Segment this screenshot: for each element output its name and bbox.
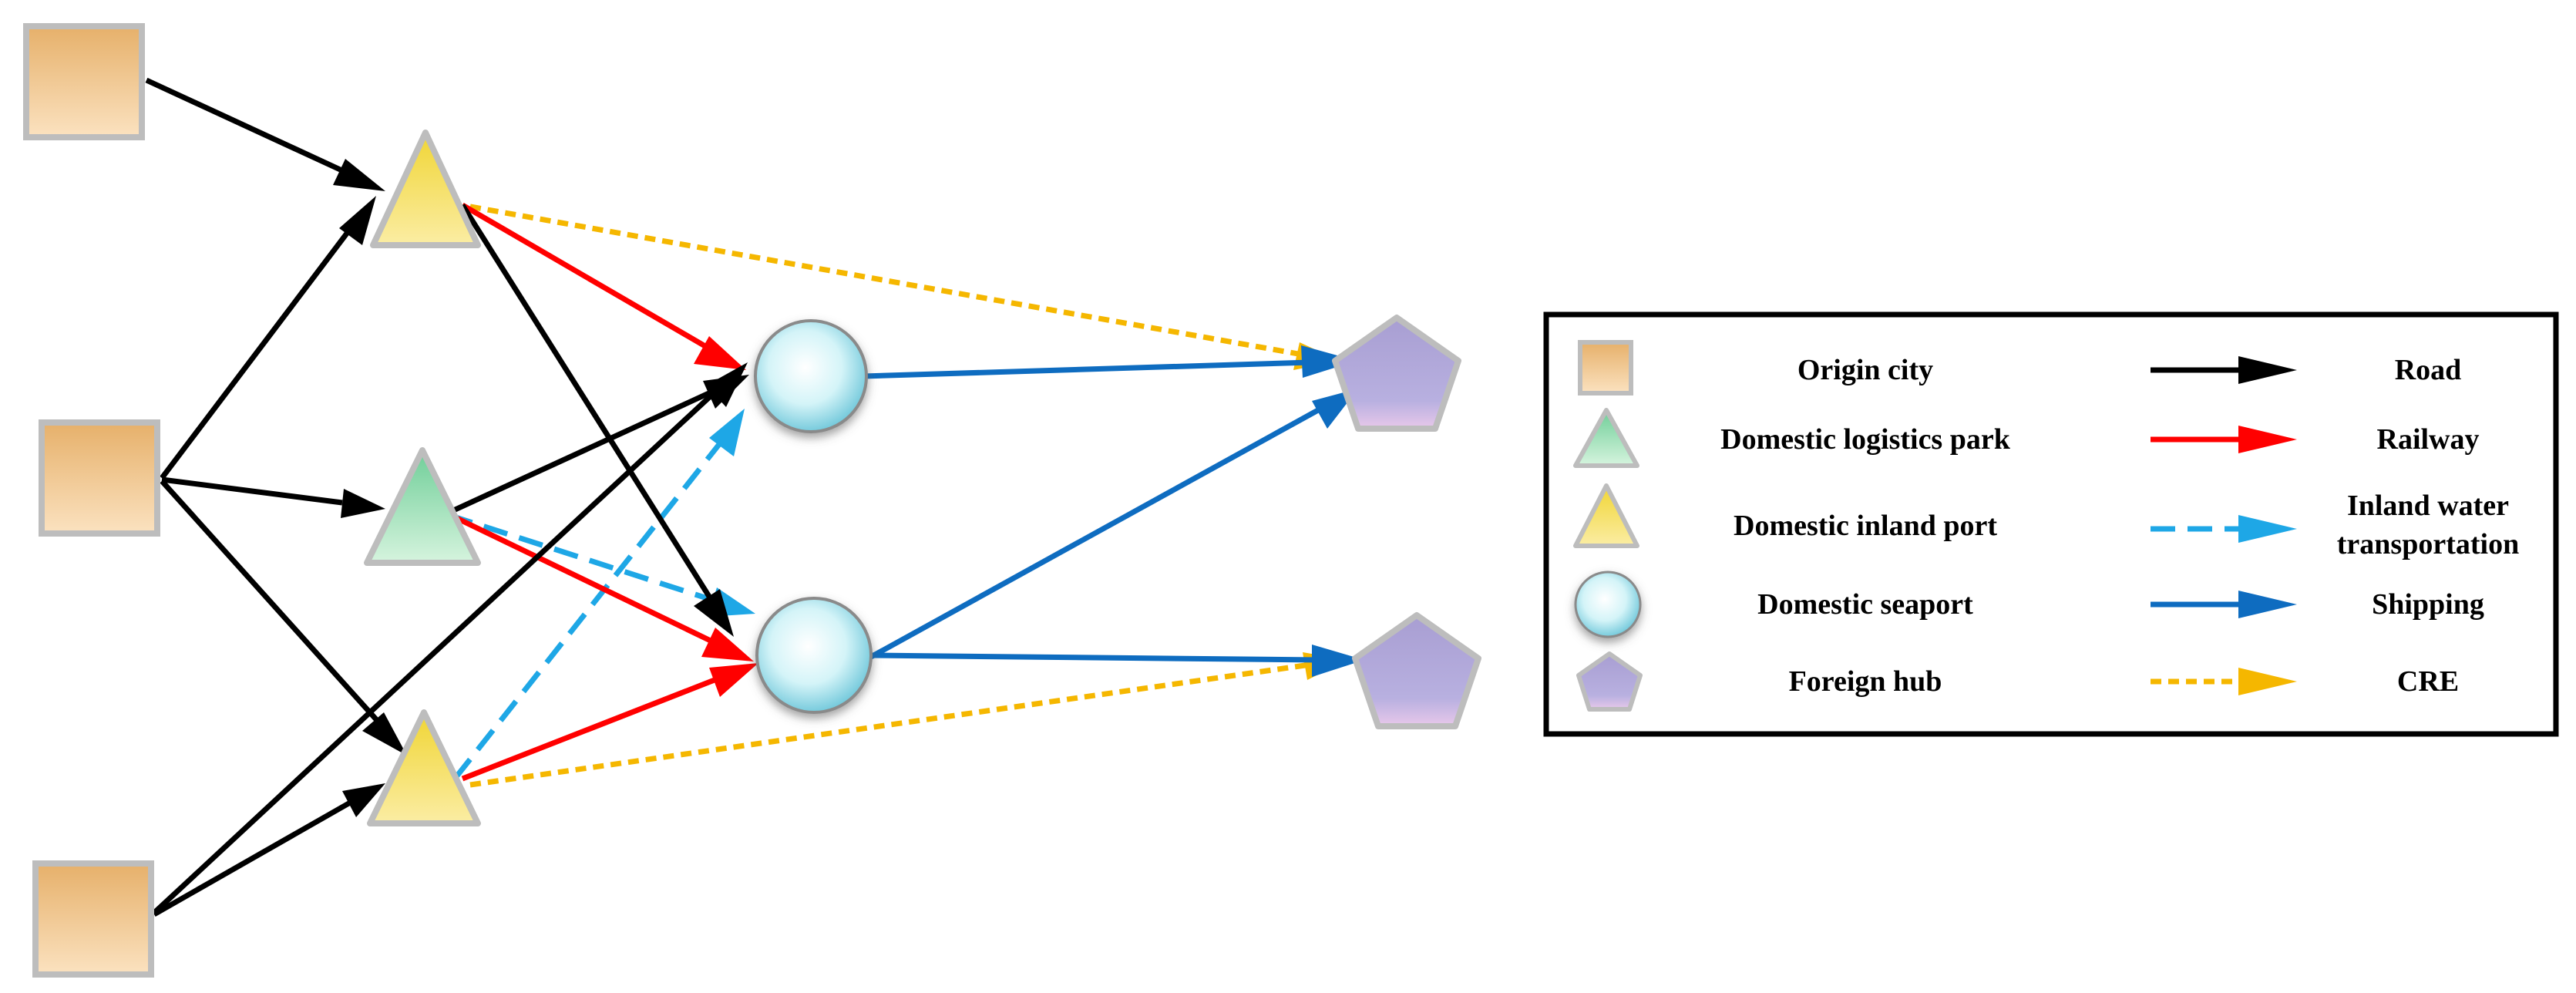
shipping-legend-arrow bbox=[2151, 591, 2297, 618]
shipping-edge-3 bbox=[870, 645, 1364, 677]
origin-city-square-icon bbox=[1578, 340, 1633, 396]
legend-label-foreign-hub: Foreign hub bbox=[1789, 665, 1942, 698]
inland-port-triangle-icon bbox=[1573, 483, 1639, 548]
legend-label-logistics-park: Domestic logistics park bbox=[1720, 423, 2011, 456]
shipping-edge-2 bbox=[869, 389, 1358, 660]
road-edge-origin3-port2 bbox=[153, 783, 385, 917]
network-nodes bbox=[23, 23, 1481, 978]
foreign-hub-1 bbox=[1332, 315, 1461, 432]
legend-label-cre: CRE bbox=[2397, 665, 2459, 698]
legend-label-inland-water-line2: transportation bbox=[2337, 528, 2519, 560]
road-legend-arrow bbox=[2151, 356, 2297, 384]
foreign-hub-pentagon-icon bbox=[1576, 651, 1643, 712]
origin-city-3 bbox=[32, 860, 154, 978]
seaport-sphere-icon bbox=[1574, 571, 1642, 638]
legend-label-seaport: Domestic seaport bbox=[1757, 588, 1973, 621]
legend-label-inland-water-line1: Inland water bbox=[2347, 490, 2509, 522]
origin-city-2 bbox=[39, 419, 160, 537]
seaport-1 bbox=[754, 319, 868, 433]
railway-edge-1 bbox=[461, 202, 746, 370]
shipping-edge-1 bbox=[863, 345, 1357, 379]
railway-edge-3 bbox=[461, 663, 758, 782]
seaport-2 bbox=[755, 597, 873, 714]
road-edge-origin2-park bbox=[161, 476, 385, 518]
road-edge-port1-seaport2 bbox=[460, 204, 734, 637]
road-edge-origin3-seaport1 bbox=[152, 362, 748, 915]
legend-label-railway: Railway bbox=[2377, 423, 2480, 456]
road-edge-origin2-port1 bbox=[160, 196, 376, 480]
cre-edge-lower bbox=[469, 652, 1347, 788]
railway-legend-arrow bbox=[2151, 426, 2297, 453]
origin-city-1 bbox=[23, 23, 145, 140]
legend-label-shipping: Shipping bbox=[2372, 588, 2484, 621]
legend-label-road: Road bbox=[2395, 354, 2462, 386]
road-edge-origin2-port2 bbox=[160, 479, 407, 756]
legend: Origin city Domestic logistics park Dome… bbox=[1543, 311, 2559, 737]
cre-legend-arrow bbox=[2151, 668, 2297, 695]
network-edges bbox=[145, 77, 1364, 917]
legend-label-inland-port: Domestic inland port bbox=[1734, 510, 1997, 542]
foreign-hub-2 bbox=[1352, 612, 1481, 729]
railway-edge-2 bbox=[449, 512, 754, 661]
inland-water-legend-arrow bbox=[2151, 515, 2297, 543]
inland-port-2 bbox=[367, 709, 481, 826]
legend-frame bbox=[1543, 311, 2559, 737]
logistics-park bbox=[364, 447, 481, 566]
road-edge-park-seaport1 bbox=[449, 375, 749, 515]
legend-label-origin-city: Origin city bbox=[1797, 354, 1933, 386]
road-edge-origin1-port1 bbox=[145, 77, 385, 191]
inland-port-1 bbox=[370, 130, 481, 248]
inland-water-edge-1 bbox=[452, 409, 745, 781]
logistics-park-triangle-icon bbox=[1573, 408, 1639, 468]
